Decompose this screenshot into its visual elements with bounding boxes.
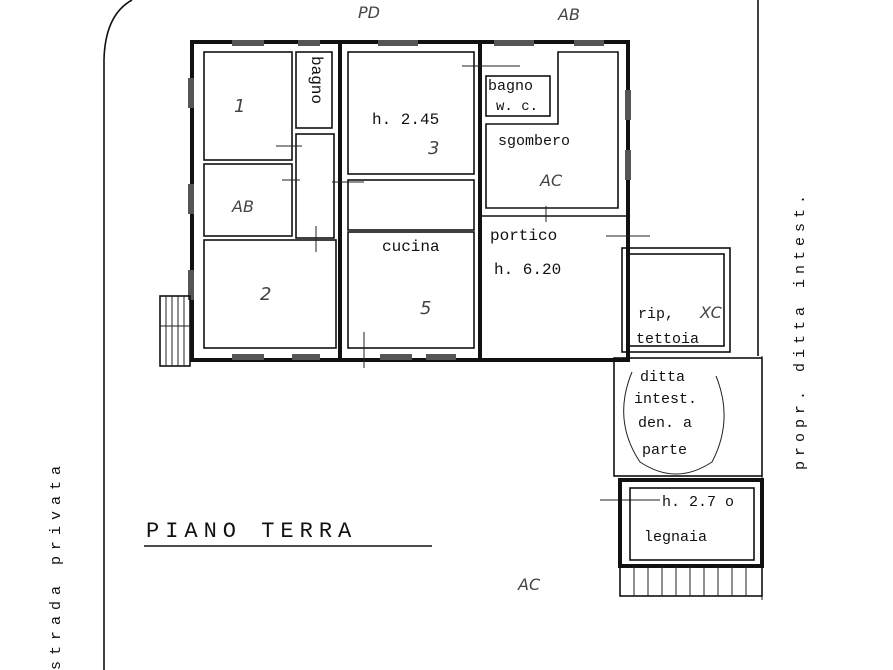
plan-title: PIANO TERRA <box>146 519 357 544</box>
external-stair <box>159 295 191 367</box>
window <box>426 354 456 360</box>
kitchen-wall <box>347 231 475 349</box>
woodshed-inner-wall <box>629 487 755 561</box>
window <box>574 40 604 46</box>
room-1-wall <box>203 51 293 161</box>
label-porch-height: h. 6.20 <box>494 261 561 279</box>
other-owner-block <box>613 357 763 477</box>
street-boundary-line <box>103 0 133 670</box>
label-other-owner-1: ditta <box>640 369 685 386</box>
label-kitchen: cucina <box>382 238 440 256</box>
label-other-owner-3: den. a <box>638 415 692 432</box>
label-bath-vertical: bagno <box>307 56 325 104</box>
note-storage-ac: AC <box>539 171 563 190</box>
house-walls <box>190 40 630 362</box>
note-room-ab: AB <box>231 197 254 216</box>
room-ab-wall <box>203 163 293 237</box>
window <box>298 40 320 46</box>
label-other-owner-2: intest. <box>634 391 697 408</box>
note-bottom-ac: AC <box>517 575 541 594</box>
door-marks <box>276 65 660 501</box>
note-room-5: 5 <box>420 298 431 319</box>
shed-inner-wall <box>627 253 725 347</box>
note-top-ab: AB <box>557 5 580 24</box>
label-woodshed-height: h. 2.7 o <box>662 494 734 511</box>
label-room-height: h. 2.45 <box>372 111 439 129</box>
room-labels: bagno h. 2.45 bagno w. c. sgombero cucin… <box>307 56 734 546</box>
window <box>625 150 631 180</box>
window <box>232 354 264 360</box>
room-3-wall <box>347 51 475 175</box>
note-room-3: 3 <box>428 138 439 159</box>
woodshed-wall <box>618 478 764 568</box>
note-top-pd: PD <box>358 3 380 22</box>
window <box>494 40 534 46</box>
bath-vertical-wall <box>295 51 333 129</box>
handwritten-notes: PD AB 1 AB 2 3 5 AC XC AC <box>231 3 723 594</box>
other-owner-curve <box>623 371 725 475</box>
window <box>232 40 264 46</box>
window <box>188 270 194 300</box>
storage-wall <box>485 51 619 209</box>
windows <box>188 40 631 360</box>
annex-shed <box>621 247 731 353</box>
window <box>188 78 194 108</box>
stair-outline <box>159 295 191 367</box>
house-outer-wall <box>190 40 630 362</box>
label-storage: sgombero <box>498 133 570 150</box>
window <box>292 354 320 360</box>
label-bath-wc-1: bagno <box>488 78 533 95</box>
label-shed-1: rip, <box>638 306 674 323</box>
woodshed-stair <box>619 565 763 597</box>
note-room-1: 1 <box>234 96 245 117</box>
window <box>380 354 412 360</box>
bath-wc-wall <box>485 75 551 117</box>
window <box>188 184 194 214</box>
passage-wall <box>347 179 475 231</box>
label-woodshed: legnaia <box>644 529 707 546</box>
other-owner-wall <box>613 357 763 477</box>
plan-title-group: PIANO TERRA <box>144 519 432 547</box>
label-bath-wc-2: w. c. <box>496 99 538 115</box>
note-shed-xc: XC <box>699 303 723 322</box>
room-2-wall <box>203 239 337 349</box>
corridor-wall <box>295 133 335 239</box>
woodshed-block <box>618 478 764 597</box>
note-room-2: 2 <box>260 284 271 305</box>
window <box>625 90 631 120</box>
window <box>378 40 418 46</box>
shed-wall <box>621 247 731 353</box>
label-other-owner-4: parte <box>642 442 687 459</box>
label-right-property: propr. ditta intest. <box>792 190 809 470</box>
label-shed-2: tettoia <box>636 331 699 348</box>
label-left-street: strada privata <box>48 460 65 670</box>
label-porch: portico <box>490 227 557 245</box>
